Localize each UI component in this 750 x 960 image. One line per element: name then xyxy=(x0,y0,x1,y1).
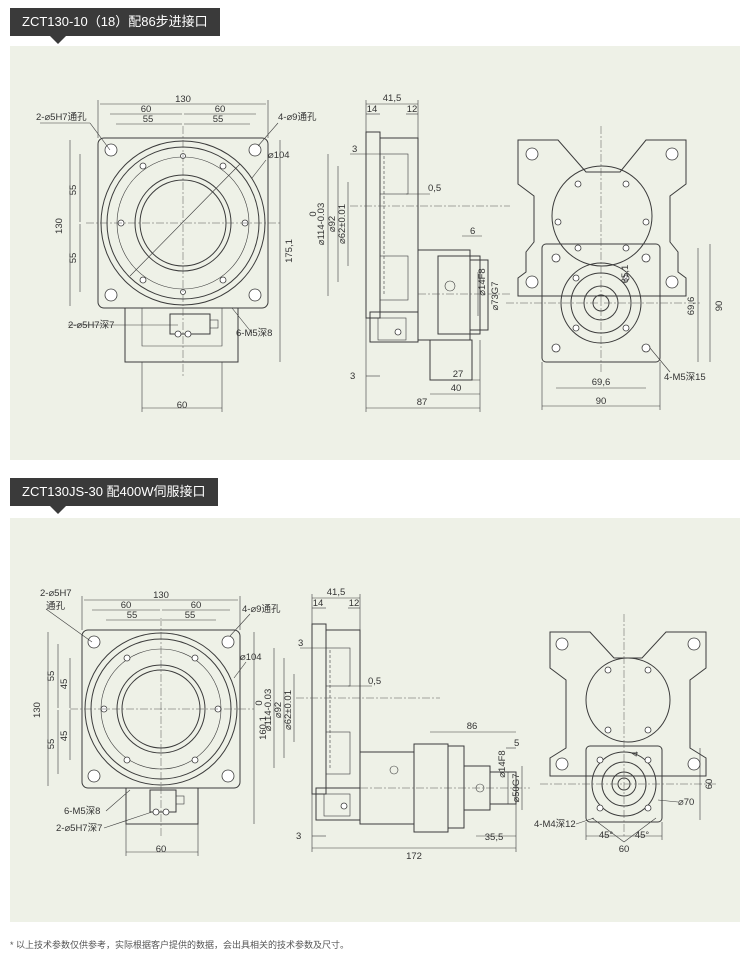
s2-flange-view: 4 4-M4深12 ⌀70 45° 45° 60 60 xyxy=(534,614,716,855)
s2-side-dim-50g7: ⌀50G7 xyxy=(511,774,522,803)
s2-holes-label: 4-⌀9通孔 xyxy=(242,604,281,615)
s2-side-dim-3a: 3 xyxy=(298,638,303,649)
s2-flange-dim-70: ⌀70 xyxy=(678,797,694,808)
s1-front-dim-55b: 55 xyxy=(213,114,224,125)
s2-front-dim-v45a: 45 xyxy=(59,679,70,690)
s1-side-dim-92: ⌀92 xyxy=(327,216,338,232)
s1-flange-view: 65,1 69,6 90 4-M5深15 69,6 90 xyxy=(506,126,725,410)
s2-side-dim-zero: 0 xyxy=(254,700,265,705)
s1-flange-m5-label: 4-M5深15 xyxy=(664,372,706,383)
s2-side-dim-3b: 3 xyxy=(296,831,301,842)
s2-flange-dim-60: 60 xyxy=(619,844,630,855)
s1-side-dim-6: 6 xyxy=(470,226,475,237)
s2-front-dim-v160: 160,1 xyxy=(258,716,269,740)
section1-title-tab: ZCT130-10（18）配86步进接口 xyxy=(10,8,220,44)
s2-front-dim-v45b: 45 xyxy=(59,731,70,742)
s2-side-dim-86: 86 xyxy=(467,721,478,732)
s1-flange-dim-651: 65,1 xyxy=(620,265,631,284)
s2-front-dim-b60: 60 xyxy=(156,844,167,855)
s1-side-dim-114: ⌀114-0.03 xyxy=(316,203,327,246)
s1-side-dim-14f8: ⌀14F8 xyxy=(477,268,488,295)
s2-flange-angle-a: 45° xyxy=(599,830,614,841)
s1-front-dim-v130: 130 xyxy=(54,218,65,234)
section2-title-tab: ZCT130JS-30 配400W伺服接口 xyxy=(10,478,218,514)
s1-front-view: 130 60 60 55 55 2-⌀5H7通孔 4-⌀9通孔 ⌀104 130… xyxy=(36,94,317,412)
s2-flange-angle-b: 45° xyxy=(635,830,650,841)
section1-drawing-panel: 130 60 60 55 55 2-⌀5H7通孔 4-⌀9通孔 ⌀104 130… xyxy=(10,46,740,460)
s1-flange-dim-90v: 90 xyxy=(714,301,725,312)
s2-flange-dim-4: 4 xyxy=(630,751,641,756)
s1-front-dim-55a: 55 xyxy=(143,114,154,125)
s1-front-dim-v175: 175,1 xyxy=(284,239,295,263)
s2-pin-top1-label: 2-⌀5H7 xyxy=(40,588,72,599)
s1-front-dim-130: 130 xyxy=(175,94,191,105)
s1-front-dim-60b: 60 xyxy=(215,104,226,115)
s1-pin-top-label: 2-⌀5H7通孔 xyxy=(36,112,87,123)
s1-front-dim-b60: 60 xyxy=(177,400,188,411)
s1-front-dim-60a: 60 xyxy=(141,104,152,115)
section1-technical-drawing: 130 60 60 55 55 2-⌀5H7通孔 4-⌀9通孔 ⌀104 130… xyxy=(36,93,725,412)
section2-drawing-panel: 2-⌀5H7 通孔 130 60 60 55 55 4-⌀9通孔 ⌀104 13… xyxy=(10,518,740,922)
s2-side-dim-62: ⌀62±0.01 xyxy=(283,690,294,730)
s1-holes-label: 4-⌀9通孔 xyxy=(278,112,317,123)
s1-m5-label: 6-M5深8 xyxy=(236,328,272,339)
s2-front-dim-v130: 130 xyxy=(32,702,43,718)
s1-side-dim-415: 41,5 xyxy=(383,93,402,104)
s2-front-view: 2-⌀5H7 通孔 130 60 60 55 55 4-⌀9通孔 ⌀104 13… xyxy=(32,588,281,856)
s2-side-dim-114: ⌀114-0.03 xyxy=(263,689,274,732)
s2-side-dim-5: 5 xyxy=(514,738,519,749)
s1-bcd-label: ⌀104 xyxy=(268,150,290,161)
s2-front-dim-v55a: 55 xyxy=(46,671,57,682)
s1-flange-dim-696h: 69,6 xyxy=(592,377,611,388)
s2-side-dim-14: 14 xyxy=(313,598,324,609)
s2-pin-top2-label: 通孔 xyxy=(46,601,66,612)
footnote: * 以上技术参数仅供参考，实际根据客户提供的数据，会出具相关的技术参数及尺寸。 xyxy=(10,940,350,950)
s2-side-view: 41,5 14 12 3 0,5 0 ⌀114-0.03 ⌀92 ⌀62±0.0… xyxy=(254,587,530,862)
s1-side-dim-27: 27 xyxy=(453,369,464,380)
s2-side-dim-92: ⌀92 xyxy=(273,702,284,718)
s1-side-dim-40: 40 xyxy=(451,383,462,394)
s2-side-dim-05: 0,5 xyxy=(368,676,381,687)
s1-side-dim-12: 12 xyxy=(407,104,418,115)
s2-side-dim-172: 172 xyxy=(406,851,422,862)
s2-m5-label: 6-M5深8 xyxy=(64,806,100,817)
s1-side-dim-62: ⌀62±0.01 xyxy=(337,204,348,244)
s2-side-dim-12: 12 xyxy=(349,598,360,609)
s1-side-dim-87: 87 xyxy=(417,397,428,408)
s2-pin-bot-label: 2-⌀5H7深7 xyxy=(56,823,102,834)
s1-side-view: 41,5 14 12 3 0,5 0 ⌀114-0.03 ⌀92 ⌀62±0.0… xyxy=(308,93,510,412)
s2-side-dim-415: 41,5 xyxy=(327,587,346,598)
s2-front-dim-v55b: 55 xyxy=(46,739,57,750)
s1-pin-bot-label: 2-⌀5H7深7 xyxy=(68,320,114,331)
s1-side-dim-3a: 3 xyxy=(352,144,357,155)
s2-front-dim-55b: 55 xyxy=(185,610,196,621)
s2-side-dim-355: 35,5 xyxy=(485,832,504,843)
s1-side-dim-14: 14 xyxy=(367,104,378,115)
s1-flange-dim-90h: 90 xyxy=(596,396,607,407)
s1-side-dim-73g7: ⌀73G7 xyxy=(490,282,501,311)
s1-front-dim-v55a: 55 xyxy=(68,185,79,196)
s1-side-dim-zero: 0 xyxy=(308,211,319,216)
s2-front-dim-55a: 55 xyxy=(127,610,138,621)
s2-flange-dim-60v: 60 xyxy=(704,779,715,790)
s2-front-dim-130: 130 xyxy=(153,590,169,601)
s2-front-dim-60a: 60 xyxy=(121,600,132,611)
s1-side-dim-05: 0,5 xyxy=(428,183,441,194)
s2-side-dim-14f8: ⌀14F8 xyxy=(497,750,508,777)
s1-side-dim-3b: 3 xyxy=(350,371,355,382)
section2-technical-drawing: 2-⌀5H7 通孔 130 60 60 55 55 4-⌀9通孔 ⌀104 13… xyxy=(32,587,716,862)
s1-front-dim-v55b: 55 xyxy=(68,253,79,264)
s1-flange-dim-696v: 69,6 xyxy=(686,297,697,316)
s2-bcd-label: ⌀104 xyxy=(240,652,262,663)
s2-front-dim-60b: 60 xyxy=(191,600,202,611)
s2-flange-m4-label: 4-M4深12 xyxy=(534,819,576,830)
